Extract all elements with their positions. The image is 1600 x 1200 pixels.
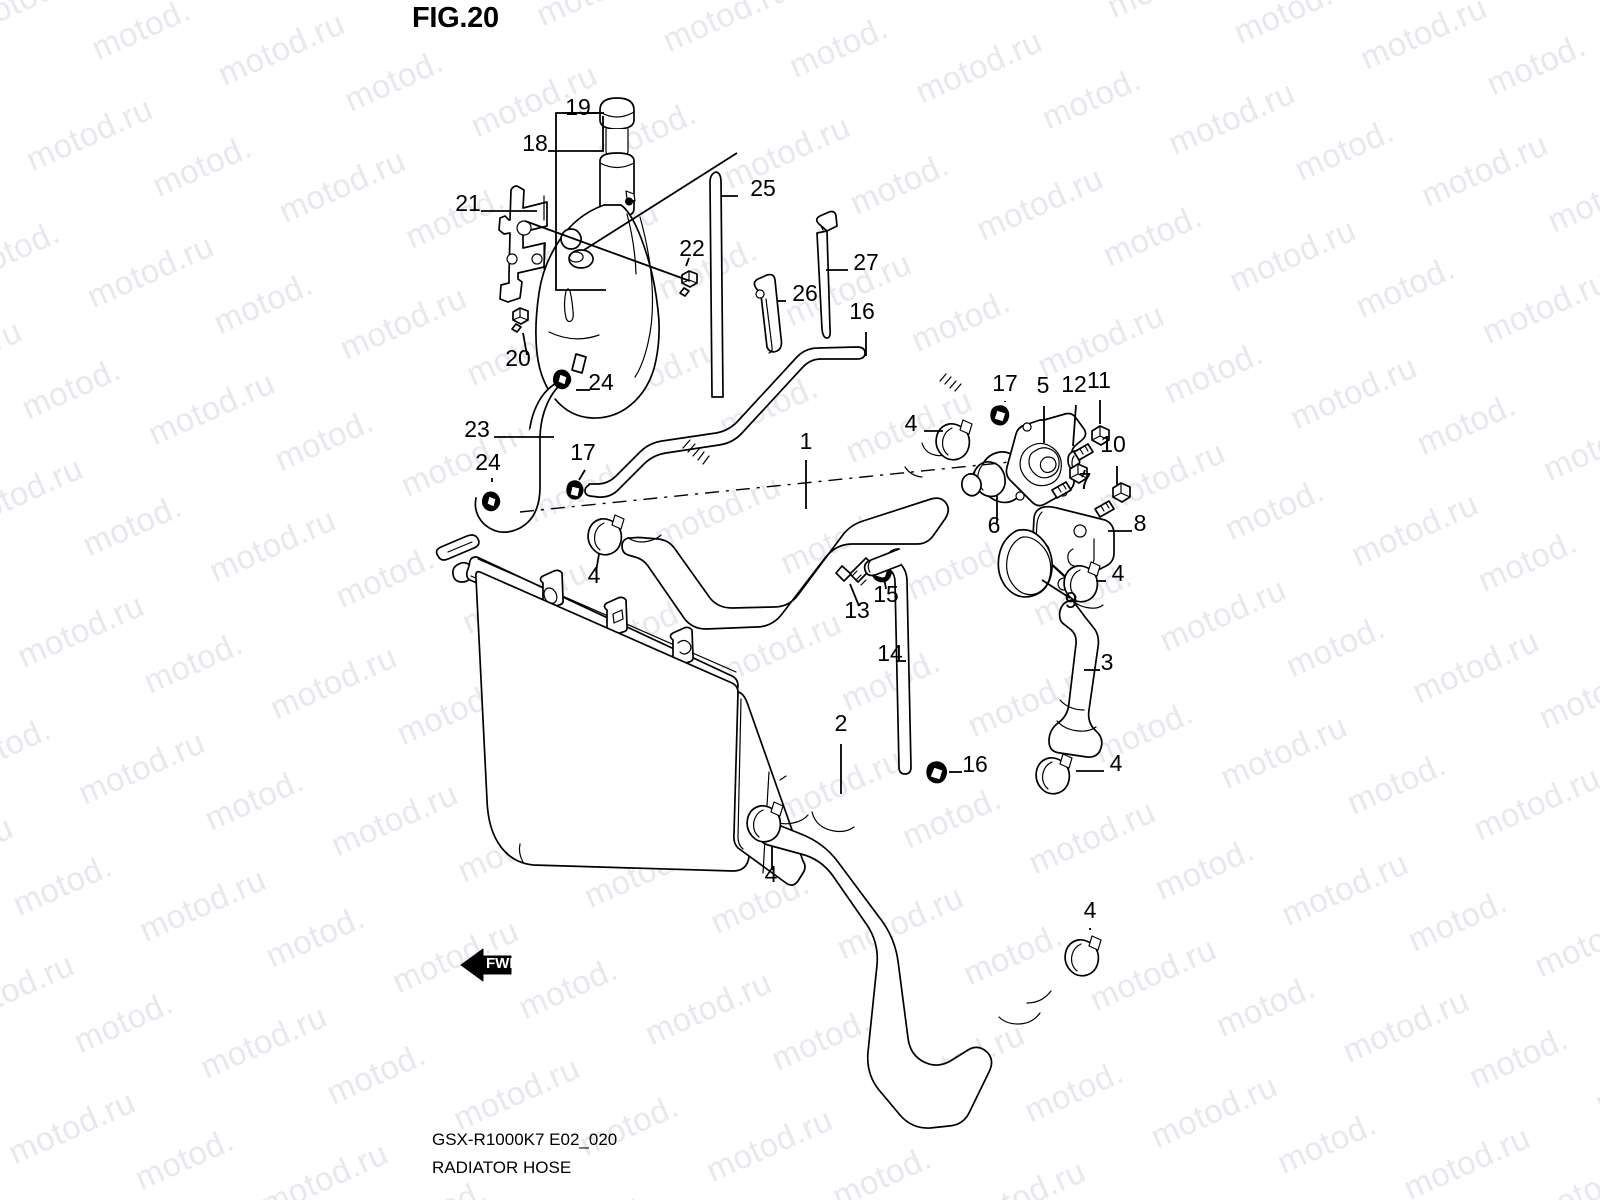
callout-number-8: 8: [1134, 510, 1147, 536]
callout-number-4: 4: [1110, 750, 1123, 776]
hose-clip-17-right: [990, 401, 1010, 426]
callout-number-15: 15: [873, 581, 899, 607]
callout-number-21: 21: [455, 190, 481, 216]
callout-number-4: 4: [1084, 897, 1097, 923]
radiator-outlet-hose-2: [757, 744, 1052, 1129]
hose-clip-24-lower: [481, 491, 501, 512]
reservoir-cap: [599, 97, 635, 158]
callout-number-4: 4: [1112, 560, 1125, 586]
callout-number-14: 14: [877, 640, 903, 666]
callout-number-12: 12: [1061, 371, 1087, 397]
callout-number-26: 26: [792, 280, 818, 306]
callout-number-19: 19: [565, 94, 591, 120]
callout-number-2: 2: [835, 710, 848, 736]
callout-number-1: 1: [800, 428, 813, 454]
bolt-22: [679, 270, 698, 297]
callout-number-11: 11: [1087, 367, 1111, 393]
callout-number-23: 23: [464, 416, 490, 442]
bolt-10: [1094, 466, 1131, 518]
callout-number-18: 18: [522, 130, 548, 156]
fwd-marker: FWD: [460, 948, 520, 982]
hose-clip-24-upper: [552, 369, 572, 390]
callout-number-16: 16: [849, 298, 875, 324]
callout-number-25: 25: [750, 175, 776, 201]
callout-number-9: 9: [1065, 587, 1078, 613]
callout-number-13: 13: [844, 597, 870, 623]
figure-caption: GSX-R1000K7 E02_020 RADIATOR HOSE: [432, 1126, 617, 1182]
water-pump-hose-3: [1048, 599, 1104, 758]
breather-hose-25: [709, 171, 738, 398]
callout-number-17: 17: [570, 439, 596, 465]
callout-number-24: 24: [475, 449, 501, 475]
fwd-label: FWD: [486, 955, 520, 972]
callout-number-7: 7: [1079, 468, 1092, 494]
callout-number-6: 6: [988, 512, 1001, 538]
callout-number-3: 3: [1101, 649, 1114, 675]
hose-guide-26: [753, 273, 786, 354]
hose-clamp-4-pump: [1035, 753, 1104, 795]
callout-number-16: 16: [962, 751, 988, 777]
callout-number-4: 4: [765, 861, 778, 887]
hose-clip-17-left: [566, 469, 586, 500]
callout-number-17: 17: [992, 370, 1018, 396]
model-code: GSX-R1000K7 E02_020: [432, 1130, 618, 1149]
callout-number-5: 5: [1037, 372, 1050, 398]
callout-number-4: 4: [588, 562, 601, 588]
callout-number-4: 4: [905, 410, 918, 436]
callout-number-10: 10: [1100, 431, 1126, 457]
callout-number-27: 27: [853, 249, 879, 275]
callout-number-20: 20: [505, 345, 531, 371]
callout-number-24: 24: [588, 369, 614, 395]
bolt-20: [511, 307, 529, 333]
section-title: RADIATOR HOSE: [432, 1158, 572, 1177]
hose-clamp-4-bottom-right: [1064, 928, 1102, 977]
callout-number-22: 22: [679, 235, 705, 261]
hose-clamp-band-27: [815, 210, 848, 339]
figure-title: FIG.20: [412, 2, 499, 34]
hose-clip-16-lower: [926, 761, 962, 784]
